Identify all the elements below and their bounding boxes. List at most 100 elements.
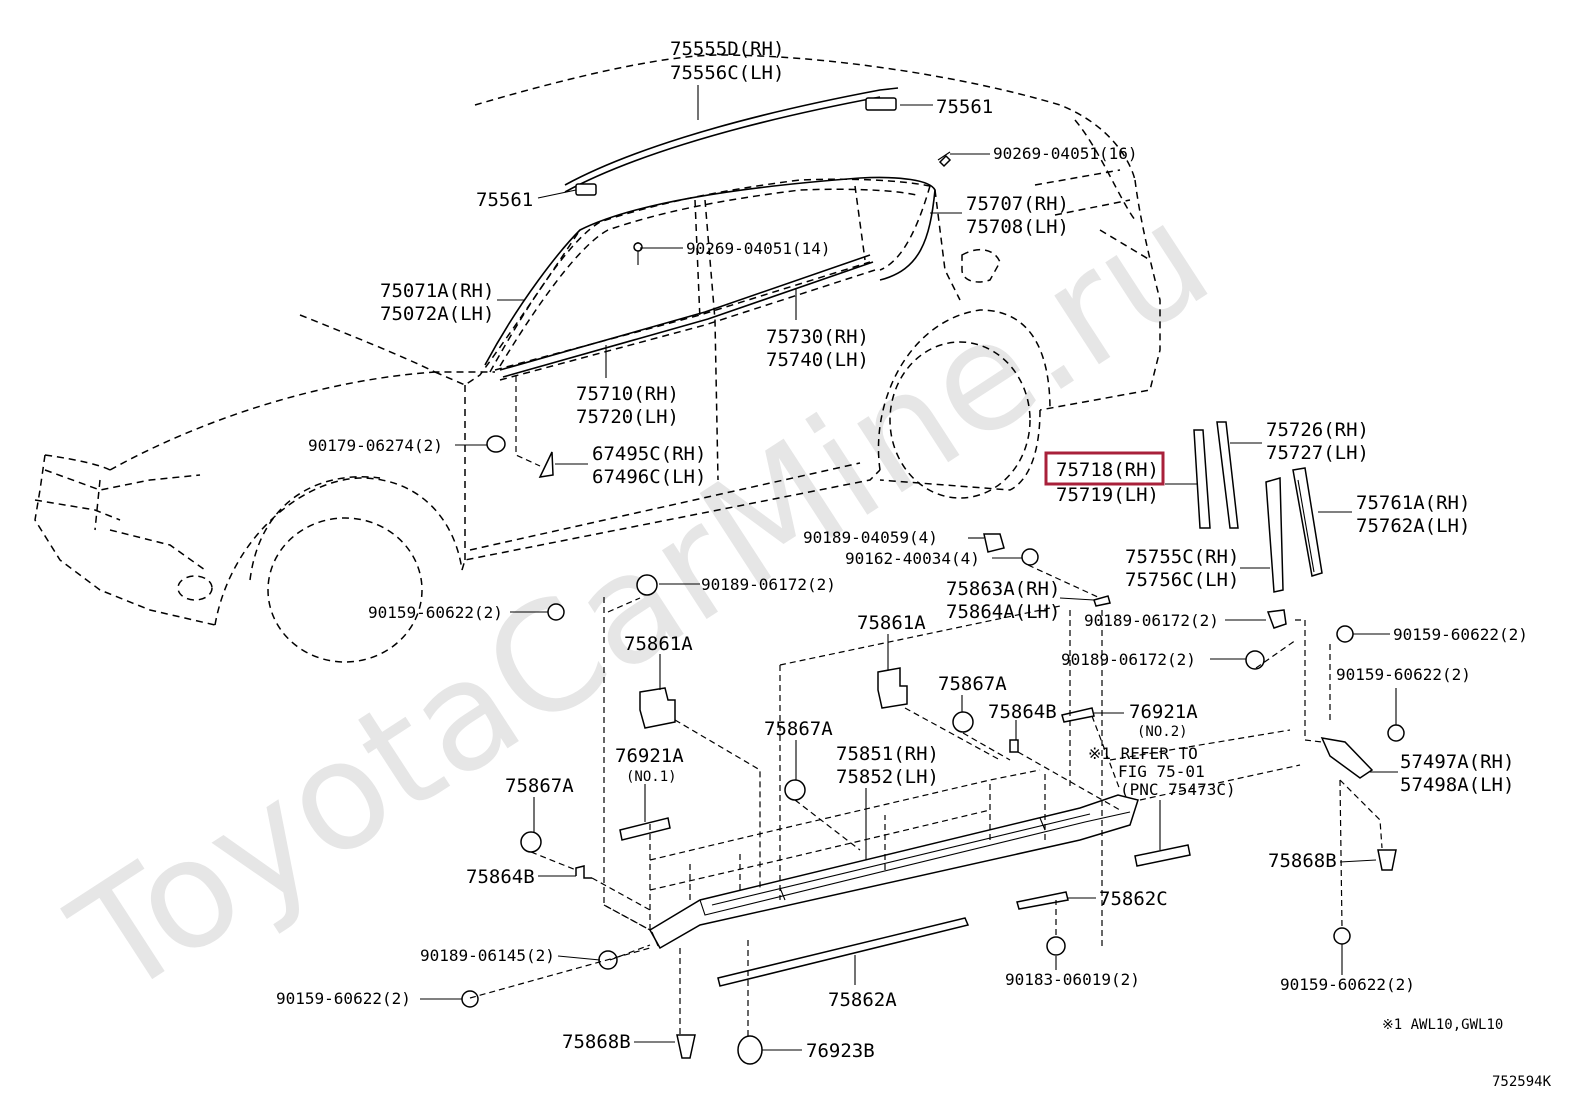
label-75719: 75719(LH) — [1056, 484, 1159, 506]
clip-75863a — [1093, 595, 1111, 607]
label-75730: 75730(RH) — [766, 326, 869, 348]
screw-90179 — [486, 435, 506, 453]
label-75755c: 75755C(RH) — [1125, 546, 1239, 568]
label-75864b-right: 75864B — [988, 701, 1057, 723]
nut-90189-06172-a — [636, 574, 658, 596]
label-75867a-mid: 75867A — [764, 718, 833, 740]
label-76921a-no2-sub: (NO.2) — [1137, 724, 1188, 740]
leader-lines — [420, 85, 1398, 1051]
label-75851: 75851(RH) — [836, 743, 939, 765]
part-labels: 75555D(RH) 75556C(LH) 75561 90269-04051(… — [276, 38, 1552, 1090]
clip-90269-16 — [937, 151, 952, 168]
label-90159-e: 90159-60622(2) — [1280, 975, 1415, 994]
nut-90189-04059 — [983, 533, 1005, 553]
label-90189-06172-a: 90189-06172(2) — [701, 575, 836, 594]
label-90189-04059: 90189-04059(4) — [803, 528, 938, 547]
label-75867a-left: 75867A — [505, 775, 574, 797]
bolt-90159-a — [547, 603, 565, 621]
label-75072a: 75072A(LH) — [380, 303, 494, 325]
strip-75862a — [717, 917, 970, 987]
label-75756c: 75756C(LH) — [1125, 569, 1239, 591]
label-90162: 90162-40034(4) — [845, 549, 980, 568]
figure-id: 752594K — [1492, 1074, 1552, 1090]
label-75864a: 75864A(LH) — [946, 601, 1060, 623]
label-75868b-bottom: 75868B — [562, 1031, 631, 1053]
roof-clip-rear — [865, 97, 897, 111]
screw-90162 — [1021, 548, 1039, 566]
label-76921a-no1-sub: (NO.1) — [626, 769, 677, 785]
label-75761a: 75761A(RH) — [1356, 492, 1470, 514]
badge-hybrid — [1134, 844, 1191, 867]
label-75868b-right: 75868B — [1268, 850, 1337, 872]
rear-pillar-parts — [1193, 421, 1323, 593]
nut-90189-06172-b — [1266, 609, 1287, 629]
label-90269-14: 90269-04051(14) — [686, 239, 831, 258]
label-75862a: 75862A — [828, 989, 897, 1011]
label-90159-a: 90159-60622(2) — [368, 603, 503, 622]
label-90189-06172-c: 90189-06172(2) — [1061, 650, 1196, 669]
label-75556c: 75556C(LH) — [670, 62, 784, 84]
label-90159-b: 90159-60622(2) — [1393, 625, 1528, 644]
clip-75864b-left — [575, 865, 592, 879]
label-90189-06145: 90189-06145(2) — [420, 946, 555, 965]
label-90183: 90183-06019(2) — [1005, 970, 1140, 989]
strip-76921a-no2 — [1061, 707, 1095, 723]
label-67496c: 67496C(LH) — [592, 466, 706, 488]
clip-90269-14 — [633, 242, 643, 265]
label-75726: 75726(RH) — [1266, 419, 1369, 441]
label-75863a: 75863A(RH) — [946, 578, 1060, 600]
strip-76921a-no1 — [619, 817, 671, 841]
label-75867a-right: 75867A — [938, 673, 1007, 695]
label-75718: 75718(RH) — [1056, 459, 1159, 481]
clip-75867a-1 — [520, 831, 542, 853]
retainer-75861a-left — [639, 687, 676, 729]
label-75762a: 75762A(LH) — [1356, 515, 1470, 537]
label-76921a-no2: 76921A — [1129, 701, 1198, 723]
label-57497a: 57497A(RH) — [1400, 751, 1514, 773]
patch-67495 — [538, 451, 554, 478]
label-90189-06172-b: 90189-06172(2) — [1084, 611, 1219, 630]
label-75861a-right: 75861A — [857, 612, 926, 634]
label-75708: 75708(LH) — [966, 216, 1069, 238]
highlight-box — [1044, 451, 1165, 486]
clip-76923b — [737, 1035, 763, 1065]
label-75727: 75727(LH) — [1266, 442, 1369, 464]
label-75555d: 75555D(RH) — [670, 38, 784, 60]
label-75561-front: 75561 — [476, 189, 533, 211]
label-75710: 75710(RH) — [576, 383, 679, 405]
label-67495c: 67495C(RH) — [592, 443, 706, 465]
label-75862c: 75862C — [1099, 888, 1168, 910]
label-75561-rear: 75561 — [936, 96, 993, 118]
bolt-90159-d — [461, 990, 479, 1008]
refer-note-2: FIG 75-01 — [1118, 762, 1205, 781]
nut-90183 — [1046, 936, 1066, 956]
label-75852: 75852(LH) — [836, 766, 939, 788]
label-90179: 90179-06274(2) — [308, 436, 443, 455]
label-75861a-left: 75861A — [624, 633, 693, 655]
roof-molding — [564, 87, 899, 186]
bolt-90159-e — [1333, 927, 1351, 945]
label-57498a: 57498A(LH) — [1400, 774, 1514, 796]
refer-note-3: (PNC 75473C) — [1120, 780, 1236, 799]
label-75071a: 75071A(RH) — [380, 280, 494, 302]
roof-clip-front — [575, 183, 597, 196]
label-76921a-no1: 76921A — [615, 745, 684, 767]
nut-90189-06172-c — [1245, 650, 1265, 670]
label-90269-16: 90269-04051(16) — [993, 144, 1138, 163]
bolt-90159-b — [1336, 625, 1354, 643]
label-90159-c: 90159-60622(2) — [1336, 665, 1471, 684]
bolt-90159-c — [1387, 724, 1405, 742]
clip-75867a-2 — [784, 779, 806, 801]
clip-75868b-bottom — [676, 1034, 696, 1059]
label-90159-d: 90159-60622(2) — [276, 989, 411, 1008]
refer-note-1: ※1 REFER TO — [1088, 744, 1198, 763]
label-75720: 75720(LH) — [576, 406, 679, 428]
door-frame-molding — [484, 176, 936, 366]
rocker-panel — [648, 794, 1139, 950]
clip-75867a-3 — [952, 711, 974, 733]
label-75864b-left: 75864B — [466, 866, 535, 888]
footnote: ※1 AWL10,GWL10 — [1382, 1017, 1503, 1033]
clip-75868b-right — [1377, 849, 1397, 871]
